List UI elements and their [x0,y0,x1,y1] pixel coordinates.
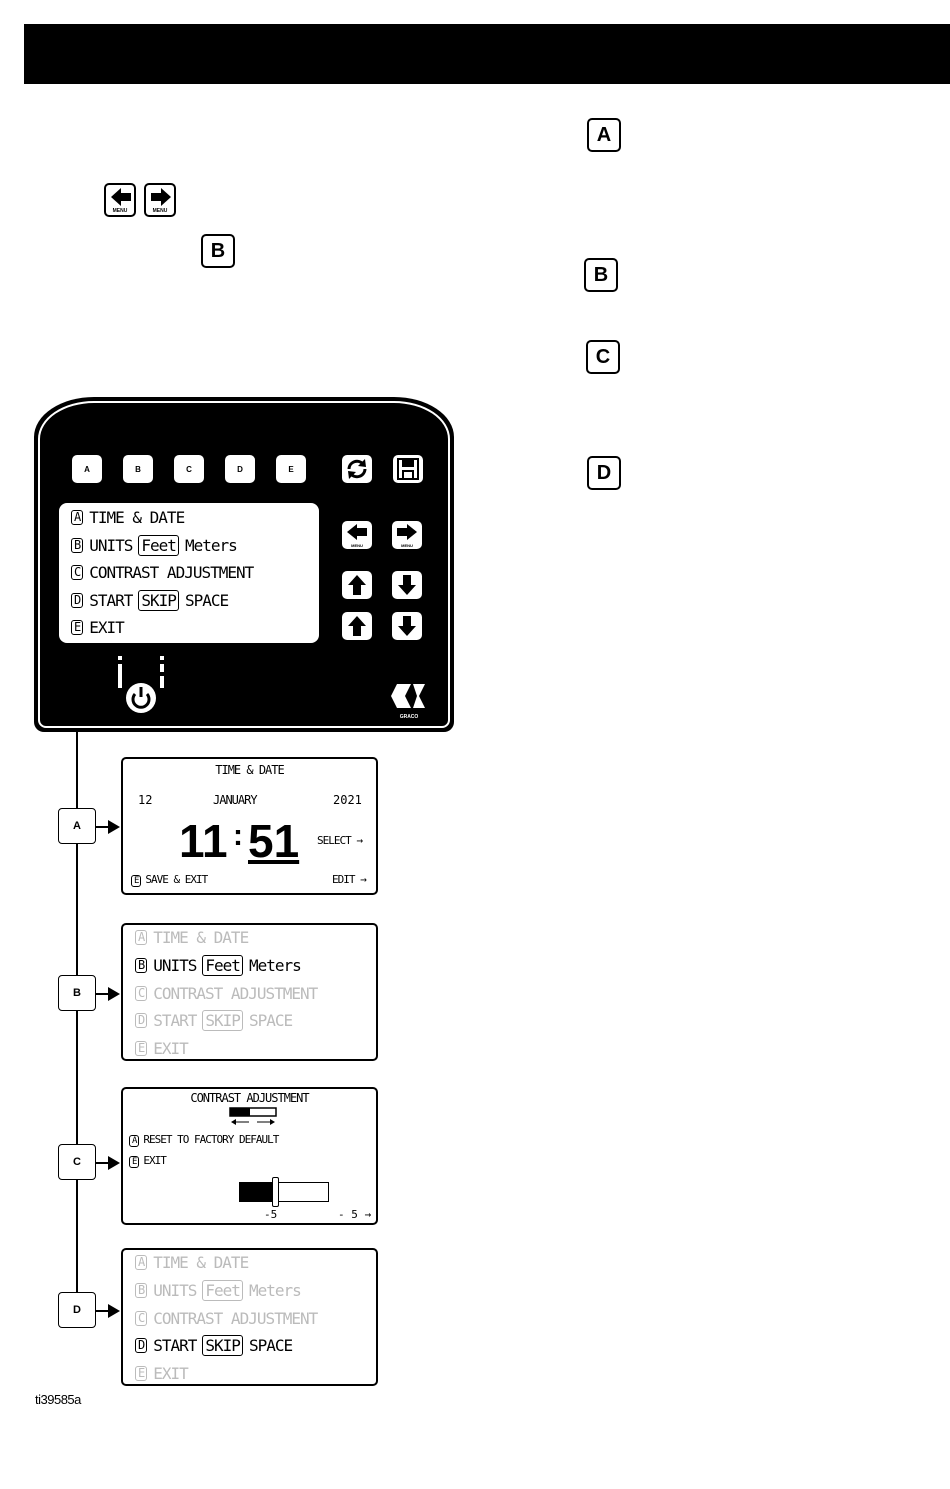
figure-id: ti39585a [35,1392,81,1407]
contrast-slider[interactable] [239,1177,329,1207]
contrast-icon [229,1107,277,1125]
lcd-key-a: A [71,509,84,525]
lcd-key-b: B [71,537,84,553]
arrow-icon-a [108,820,120,834]
callout-d: D [587,456,621,490]
lcd-key-c: C [71,564,84,580]
connector-b: B [58,975,96,1011]
up-arrow-icon[interactable] [342,571,372,599]
down-arrow-icon[interactable] [392,571,422,599]
lcd-line-contrast: CONTRAST ADJUSTMENT [89,562,254,582]
connector-a: A [58,808,96,844]
callout-b: B [584,258,618,292]
screen-a-day: 12 [138,793,153,807]
screen-a-colon: : [233,819,243,852]
softkey-a[interactable]: A [72,455,102,483]
menu-right-key-icon: MENU [144,183,176,217]
lcd-key-e: E [71,619,84,635]
lcd-opt-meters: Meters [184,535,238,555]
callout-a: A [587,118,621,152]
screen-a-hour: 11 [179,815,228,867]
connector-d: D [58,1292,96,1328]
lcd-opt-space: SPACE [184,590,229,610]
connector-c: C [58,1144,96,1180]
menu-left-arrow-icon[interactable]: MENU [342,521,372,549]
softkey-d[interactable]: D [225,455,255,483]
screen-a-title: TIME & DATE [215,763,284,777]
flow-line [76,732,78,1292]
refresh-icon[interactable] [342,455,372,483]
graco-logo: GRACO [389,682,429,720]
menu-left-key-icon: MENU [104,183,136,217]
save-icon[interactable] [393,455,423,483]
screen-a-select: SELECT → [317,834,363,847]
menu-right-arrow-icon[interactable]: MENU [392,521,422,549]
screen-c-slider-label: -5 [264,1208,278,1221]
arrow-icon-d [108,1304,120,1318]
callout-c: C [586,340,620,374]
lcd-opt-skip: SKIP [138,589,179,611]
screen-a-edit: EDIT → [332,873,367,886]
softkey-e[interactable]: E [276,455,306,483]
lcd-line-units: UNITS [89,535,133,555]
lcd-line-exit: EXIT [89,617,125,637]
screen-a-minute: 51 [248,815,300,867]
screen-time-date: TIME & DATE 12 JANUARY 2021 11 : 51 SELE… [121,757,378,895]
softkey-c[interactable]: C [174,455,204,483]
down-arrow-icon-2[interactable] [392,612,422,640]
lcd-line-start: START [89,590,133,610]
screen-a-year: 2021 [333,793,362,807]
slider-thumb[interactable] [272,1177,280,1207]
arrow-icon-b [108,987,120,1001]
softkey-b[interactable]: B [123,455,153,483]
power-info-icon [118,656,164,713]
header-bar [24,24,950,84]
lcd-opt-feet: Feet [138,534,179,556]
arrow-icon-c [108,1156,120,1170]
lcd-line-time-date: TIME & DATE [89,507,185,527]
up-arrow-icon-2[interactable] [342,612,372,640]
screen-a-month: JANUARY [213,793,258,807]
screen-c-title: CONTRAST ADJUSTMENT [190,1091,309,1105]
lcd-key-d: D [71,592,84,608]
screen-c-value: - 5 → [338,1208,372,1221]
intro-callout-b: B [201,234,235,268]
